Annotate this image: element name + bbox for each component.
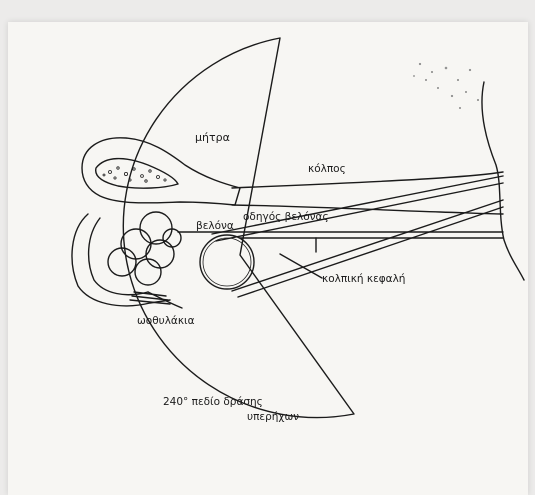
uterine-cavity	[96, 159, 178, 189]
label-vaginal-head: κολπική κεφαλή	[322, 274, 405, 285]
label-ovaries: ωοθυλάκια	[137, 316, 195, 327]
ovary-follicles	[108, 212, 181, 285]
speckle-area	[414, 63, 479, 108]
pelvic-wall-outer	[72, 214, 170, 306]
vaginal-probe-head	[200, 235, 254, 289]
label-needle-guide: οδηγός βελόνας	[243, 212, 329, 223]
ultrasound-field-sector	[123, 38, 354, 418]
leader-vaginal-head	[280, 254, 322, 278]
perineum-outline	[482, 82, 524, 280]
label-field-line2: υπερήχων	[247, 412, 299, 423]
vaginal-wall-upper	[232, 172, 503, 188]
label-needle: βελόνα	[196, 221, 234, 232]
vaginal-probe-head-inner	[203, 238, 251, 286]
label-field-line1: 240° πεδίο δράσης	[163, 397, 263, 408]
label-vagina: κόλπος	[308, 164, 346, 175]
label-uterus: μήτρα	[195, 132, 230, 143]
